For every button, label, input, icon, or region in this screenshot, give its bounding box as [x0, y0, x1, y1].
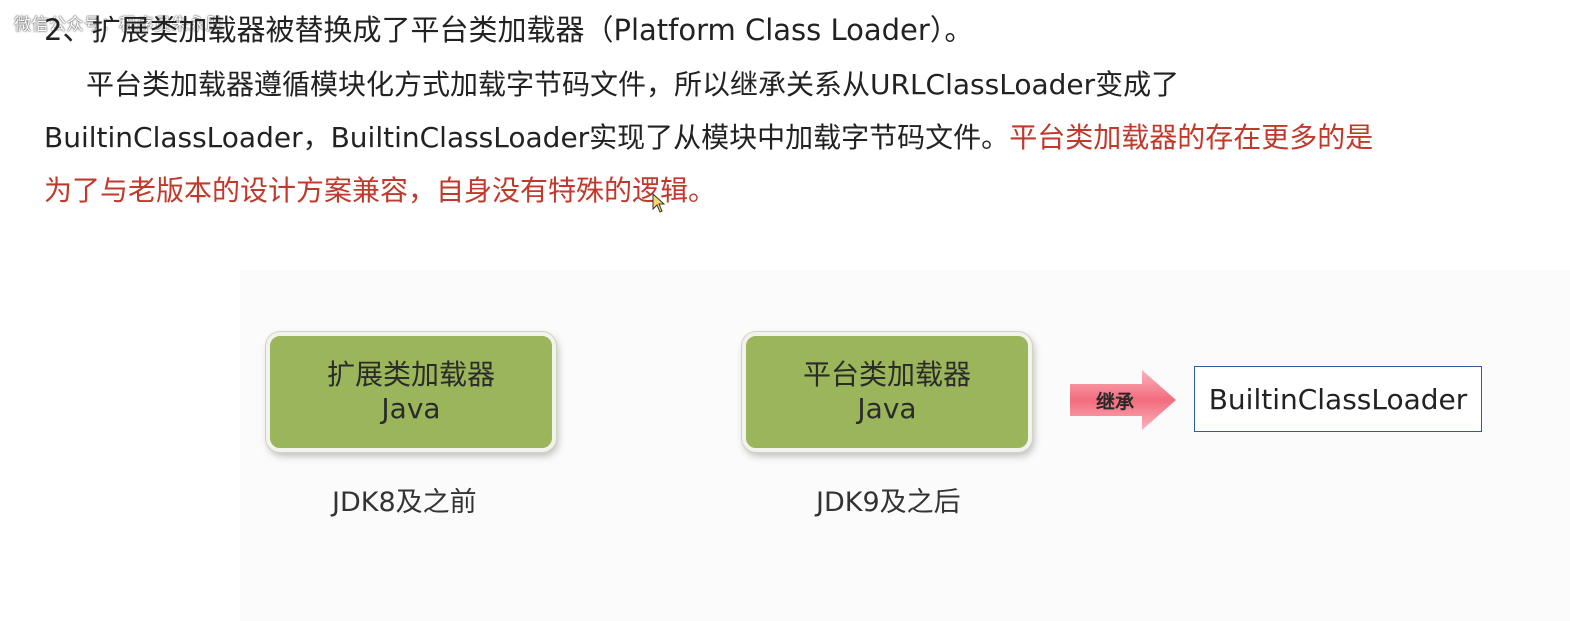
- paragraph-line-1: 平台类加载器遵循模块化方式加载字节码文件，所以继承关系从URLClassLoad…: [86, 68, 1180, 101]
- mouse-cursor-icon: [652, 193, 666, 213]
- jdk8-caption: JDK8及之前: [332, 487, 477, 518]
- platform-classloader-language: Java: [857, 392, 917, 425]
- paragraph-line-2-normal: BuiltinClassLoader，BuiltinClassLoader实现了…: [44, 121, 1010, 154]
- builtin-classloader-box: BuiltinClassLoader: [1194, 366, 1482, 432]
- description-paragraph: 平台类加载器遵循模块化方式加载字节码文件，所以继承关系从URLClassLoad…: [44, 58, 1444, 217]
- extension-classloader-title: 扩展类加载器: [326, 358, 495, 391]
- paragraph-line-2-highlight: 平台类加载器的存在更多的是: [1009, 121, 1374, 154]
- platform-classloader-title: 平台类加载器: [802, 358, 971, 391]
- extension-classloader-language: Java: [381, 392, 441, 425]
- jdk9-caption: JDK9及之后: [816, 487, 961, 518]
- paragraph-line-3-highlight: 为了与老版本的设计方案兼容，自身没有特殊的逻辑。: [44, 174, 717, 207]
- inheritance-label: 继承: [1095, 391, 1134, 413]
- watermark: 微信公众号：程序员朱永胜: [14, 15, 224, 35]
- section-heading: 2、扩展类加载器被替换成了平台类加载器（Platform Class Loade…: [44, 13, 974, 47]
- extension-classloader-box: 扩展类加载器 Java: [266, 332, 556, 452]
- platform-classloader-box: 平台类加载器 Java: [742, 332, 1032, 452]
- inheritance-arrow-icon: [1070, 370, 1176, 430]
- paragraph-line-2: BuiltinClassLoader，BuiltinClassLoader实现了…: [44, 111, 1444, 164]
